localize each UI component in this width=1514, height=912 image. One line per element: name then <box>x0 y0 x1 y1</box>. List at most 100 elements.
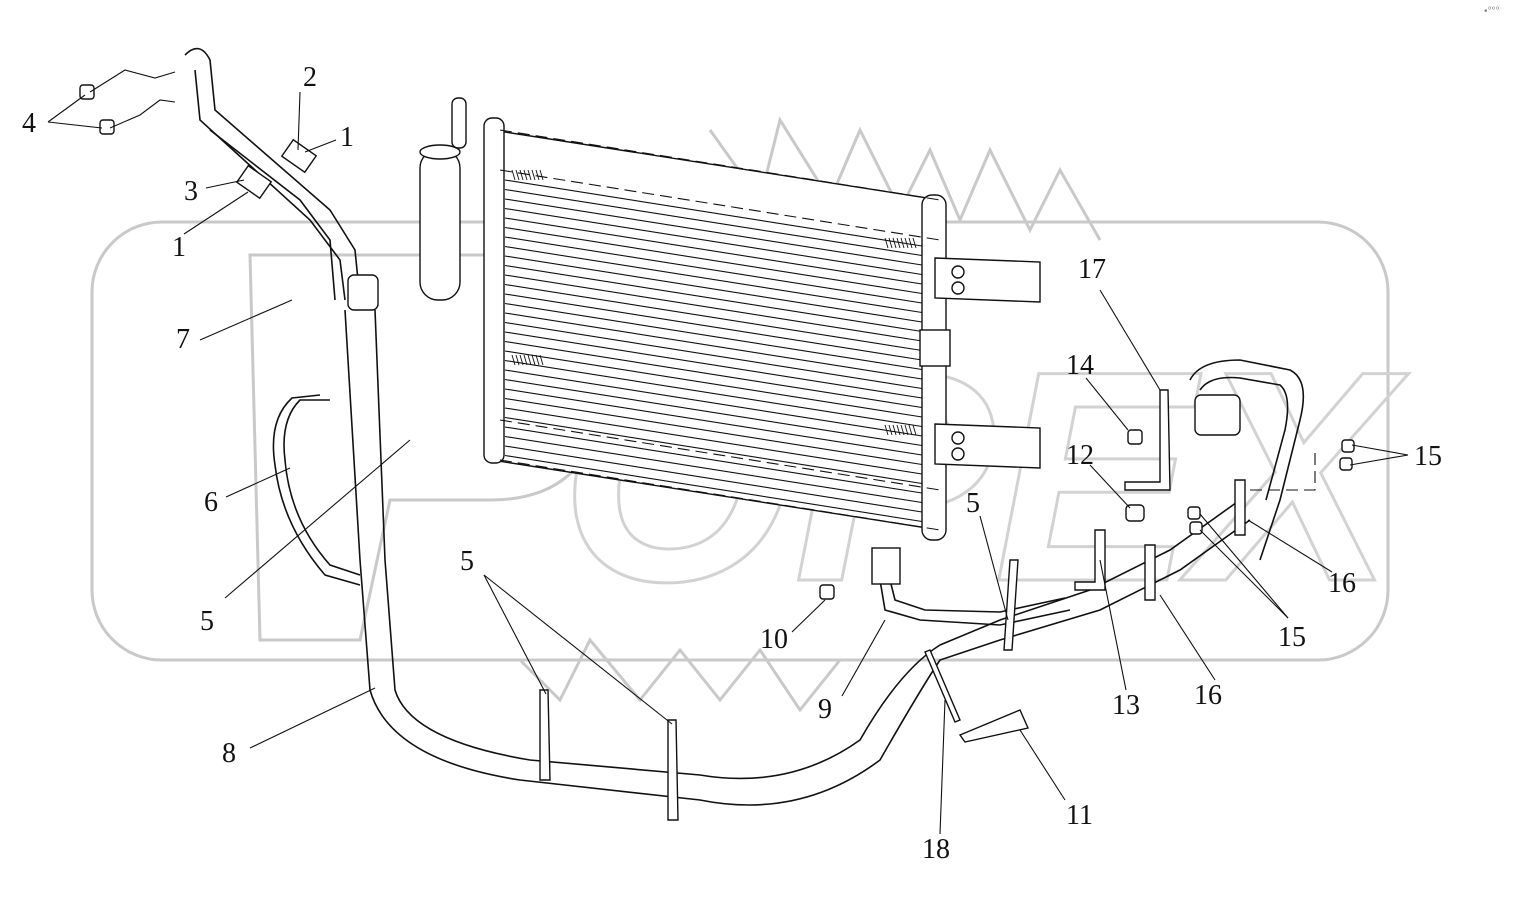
callout-16-lower: 16 <box>1194 680 1222 711</box>
rubber-pad-hatch <box>531 169 536 181</box>
callout-15-lower: 15 <box>1278 622 1306 653</box>
bolt-10 <box>819 584 835 600</box>
receiver-dryer-cap <box>419 144 461 160</box>
lower-hoses <box>272 309 1251 821</box>
rubber-pads <box>511 169 917 436</box>
rubber-pad-hatch <box>900 237 905 249</box>
rubber-pad-hatch <box>908 237 913 249</box>
rubber-pad-hatch <box>531 354 536 366</box>
hose-connector <box>347 274 379 311</box>
bolt <box>951 265 965 279</box>
condenser-fin <box>504 445 923 513</box>
strap-5a <box>539 689 551 781</box>
condenser-fin <box>504 340 923 409</box>
block-fitting <box>1194 394 1241 436</box>
condenser-fin <box>504 388 923 456</box>
rubber-pad-hatch <box>900 424 905 436</box>
rubber-pad-hatch <box>904 424 909 436</box>
callout-5-left: 5 <box>200 606 214 637</box>
callout-1-lower: 1 <box>172 232 186 263</box>
upper-bracket <box>934 257 1041 303</box>
condenser-fin <box>504 255 923 323</box>
rubber-pad-hatch <box>884 237 889 249</box>
rubber-pad-hatch <box>908 424 913 436</box>
rubber-pad-hatch <box>519 169 524 181</box>
condenser-fin <box>504 426 923 494</box>
rubber-pad-hatch <box>523 169 528 181</box>
clamp-2 <box>280 138 318 174</box>
condenser-fin <box>504 207 923 276</box>
callout-2: 2 <box>303 62 317 93</box>
rubber-pad-hatch <box>912 424 917 436</box>
rubber-pad-hatch <box>888 424 893 436</box>
callout-9: 9 <box>818 694 832 725</box>
condenser-fin <box>504 312 923 380</box>
rubber-pad-hatch <box>515 169 520 181</box>
bolt-15c <box>1187 506 1201 520</box>
condenser-fin <box>504 454 923 523</box>
condenser-fin <box>504 274 923 342</box>
nut-12 <box>1125 504 1145 522</box>
rubber-pad-hatch <box>511 169 516 181</box>
rubber-pad-hatch <box>535 169 540 181</box>
condenser-fin <box>504 378 923 447</box>
callout-12: 12 <box>1066 440 1094 471</box>
rubber-pad-hatch <box>523 354 528 366</box>
bolt-15a <box>1341 439 1355 453</box>
rubber-pad-hatch <box>535 354 540 366</box>
bolt-15b <box>1339 457 1353 471</box>
bracket-16b <box>1144 544 1156 601</box>
condenser-fins <box>504 179 923 523</box>
condenser-fin <box>504 302 923 371</box>
callout-13: 13 <box>1112 690 1140 721</box>
callout-14: 14 <box>1066 350 1094 381</box>
callout-4: 4 <box>22 108 36 139</box>
strap-18 <box>924 649 961 723</box>
condenser-fin <box>504 321 923 390</box>
lower-bracket <box>934 423 1041 469</box>
bolt <box>951 431 965 445</box>
left-tank <box>483 117 505 464</box>
receiver-dryer-pipe <box>451 97 467 149</box>
callout-7: 7 <box>176 324 190 355</box>
rubber-pad-hatch <box>527 354 532 366</box>
callout-10: 10 <box>760 624 788 655</box>
condenser-fin <box>504 350 923 418</box>
condenser-fin <box>504 179 923 247</box>
callout-1-upper: 1 <box>340 122 354 153</box>
callout-6: 6 <box>204 487 218 518</box>
strap-5b <box>667 719 679 821</box>
condenser-fin <box>504 293 923 361</box>
callout-15-right: 15 <box>1414 441 1442 472</box>
rubber-pad-hatch <box>888 237 893 249</box>
condenser-fin <box>504 198 923 266</box>
rubber-pad-hatch <box>904 237 909 249</box>
bolt-14 <box>1127 429 1143 445</box>
callout-5-middle: 5 <box>460 546 474 577</box>
condenser-fin <box>504 359 923 428</box>
condenser-fin <box>504 369 923 437</box>
bolt <box>951 447 965 461</box>
center-block <box>919 329 951 367</box>
rubber-pad-hatch <box>892 424 897 436</box>
callout-17: 17 <box>1078 254 1106 285</box>
condenser-fin <box>504 264 923 333</box>
leader-lines <box>47 91 1409 835</box>
receiver-dryer <box>419 149 461 301</box>
rubber-pad-hatch <box>892 237 897 249</box>
bolt <box>951 281 965 295</box>
strap-5c <box>1003 559 1019 651</box>
bracket-17 <box>1124 389 1171 491</box>
condenser-fin <box>504 416 923 485</box>
rubber-pad-hatch <box>896 424 901 436</box>
rubber-pad-hatch <box>511 354 516 366</box>
corner-mark: •°°° <box>1484 6 1500 17</box>
rubber-pad-hatch <box>896 237 901 249</box>
condenser-fin <box>504 397 923 466</box>
clamp-3 <box>235 164 273 200</box>
condenser-fin <box>504 283 923 352</box>
condenser-fin <box>504 407 923 475</box>
condenser-fin <box>504 331 923 399</box>
hose-fitting-10 <box>871 547 901 585</box>
